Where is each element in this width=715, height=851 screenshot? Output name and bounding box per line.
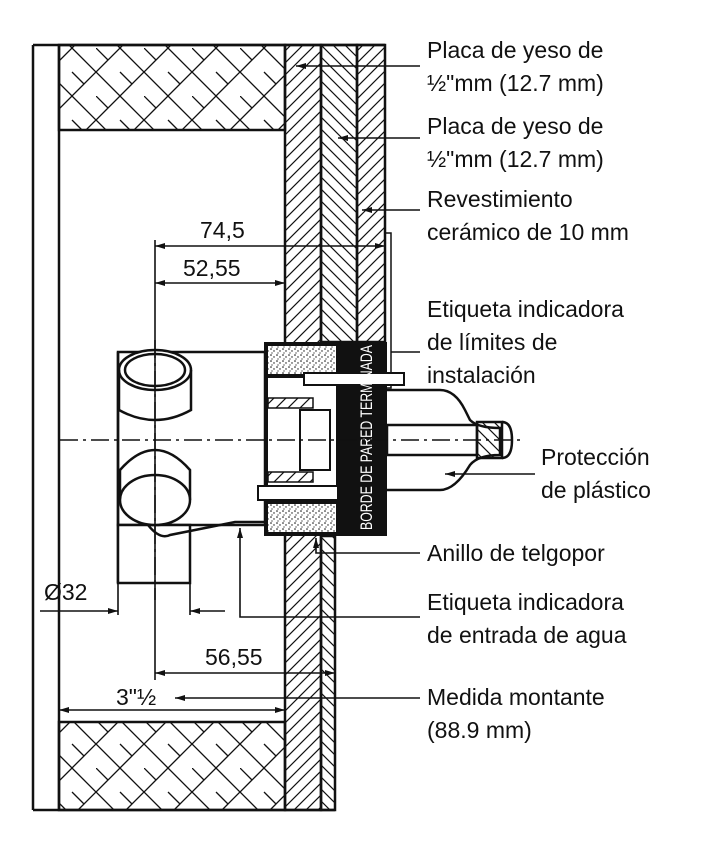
label-tile: Revestimiento cerámico de 10 mm xyxy=(427,183,629,249)
label-foam-ring: Anillo de telgopor xyxy=(427,537,605,570)
dim-3-half-inch: 3"½ xyxy=(116,684,156,710)
top-stud-block xyxy=(57,43,287,132)
wall-structure xyxy=(31,43,392,812)
label-line: Placa de yeso de xyxy=(427,37,604,63)
label-line: Placa de yeso de xyxy=(427,113,604,139)
label-limits: Etiqueta indicadora de límites de instal… xyxy=(427,293,624,392)
label-line: Anillo de telgopor xyxy=(427,540,605,566)
label-line: Etiqueta indicadora xyxy=(427,296,624,322)
valve-body xyxy=(116,348,267,585)
leader-lines xyxy=(175,63,535,701)
label-line: Medida montante xyxy=(427,684,605,710)
label-line: de límites de xyxy=(427,329,558,355)
label-drywall-1: Placa de yeso de ½"mm (12.7 mm) xyxy=(427,34,604,100)
label-line: Etiqueta indicadora xyxy=(427,589,624,615)
dimension-values: 74,5 52,55 56,55 3"½ Ø32 xyxy=(44,217,263,710)
label-stud: Medida montante (88.9 mm) xyxy=(427,681,605,747)
dim-74-5: 74,5 xyxy=(200,217,245,243)
foam-ring-top xyxy=(268,346,336,374)
dim-56-55: 56,55 xyxy=(205,644,263,670)
label-drywall-2: Placa de yeso de ½"mm (12.7 mm) xyxy=(427,110,604,176)
bottom-stud-block xyxy=(57,720,287,812)
limits-label-strip xyxy=(384,232,392,389)
dim-diameter-32: Ø32 xyxy=(44,579,87,605)
label-line: de entrada de agua xyxy=(427,622,627,648)
label-line: cerámico de 10 mm xyxy=(427,219,629,245)
foam-ring-bottom xyxy=(268,504,336,532)
label-line: instalación xyxy=(427,362,536,388)
label-plastic-guard: Protección de plástico xyxy=(541,441,651,507)
device-band-text: BORDE DE PARED TERMINADA xyxy=(357,345,376,530)
label-line: Protección xyxy=(541,444,650,470)
label-line: (88.9 mm) xyxy=(427,717,532,743)
label-line: Revestimiento xyxy=(427,186,573,212)
tile-layer xyxy=(355,43,387,344)
drywall-layer-2-top xyxy=(319,43,359,344)
label-line: ½"mm (12.7 mm) xyxy=(427,146,604,172)
label-line: ½"mm (12.7 mm) xyxy=(427,70,604,96)
label-line: de plástico xyxy=(541,477,651,503)
valve-device: BORDE DE PARED TERMINADA xyxy=(257,342,405,536)
label-water-inlet: Etiqueta indicadora de entrada de agua xyxy=(427,586,627,652)
dim-52-55: 52,55 xyxy=(183,255,241,281)
dimension-lines xyxy=(40,240,385,713)
